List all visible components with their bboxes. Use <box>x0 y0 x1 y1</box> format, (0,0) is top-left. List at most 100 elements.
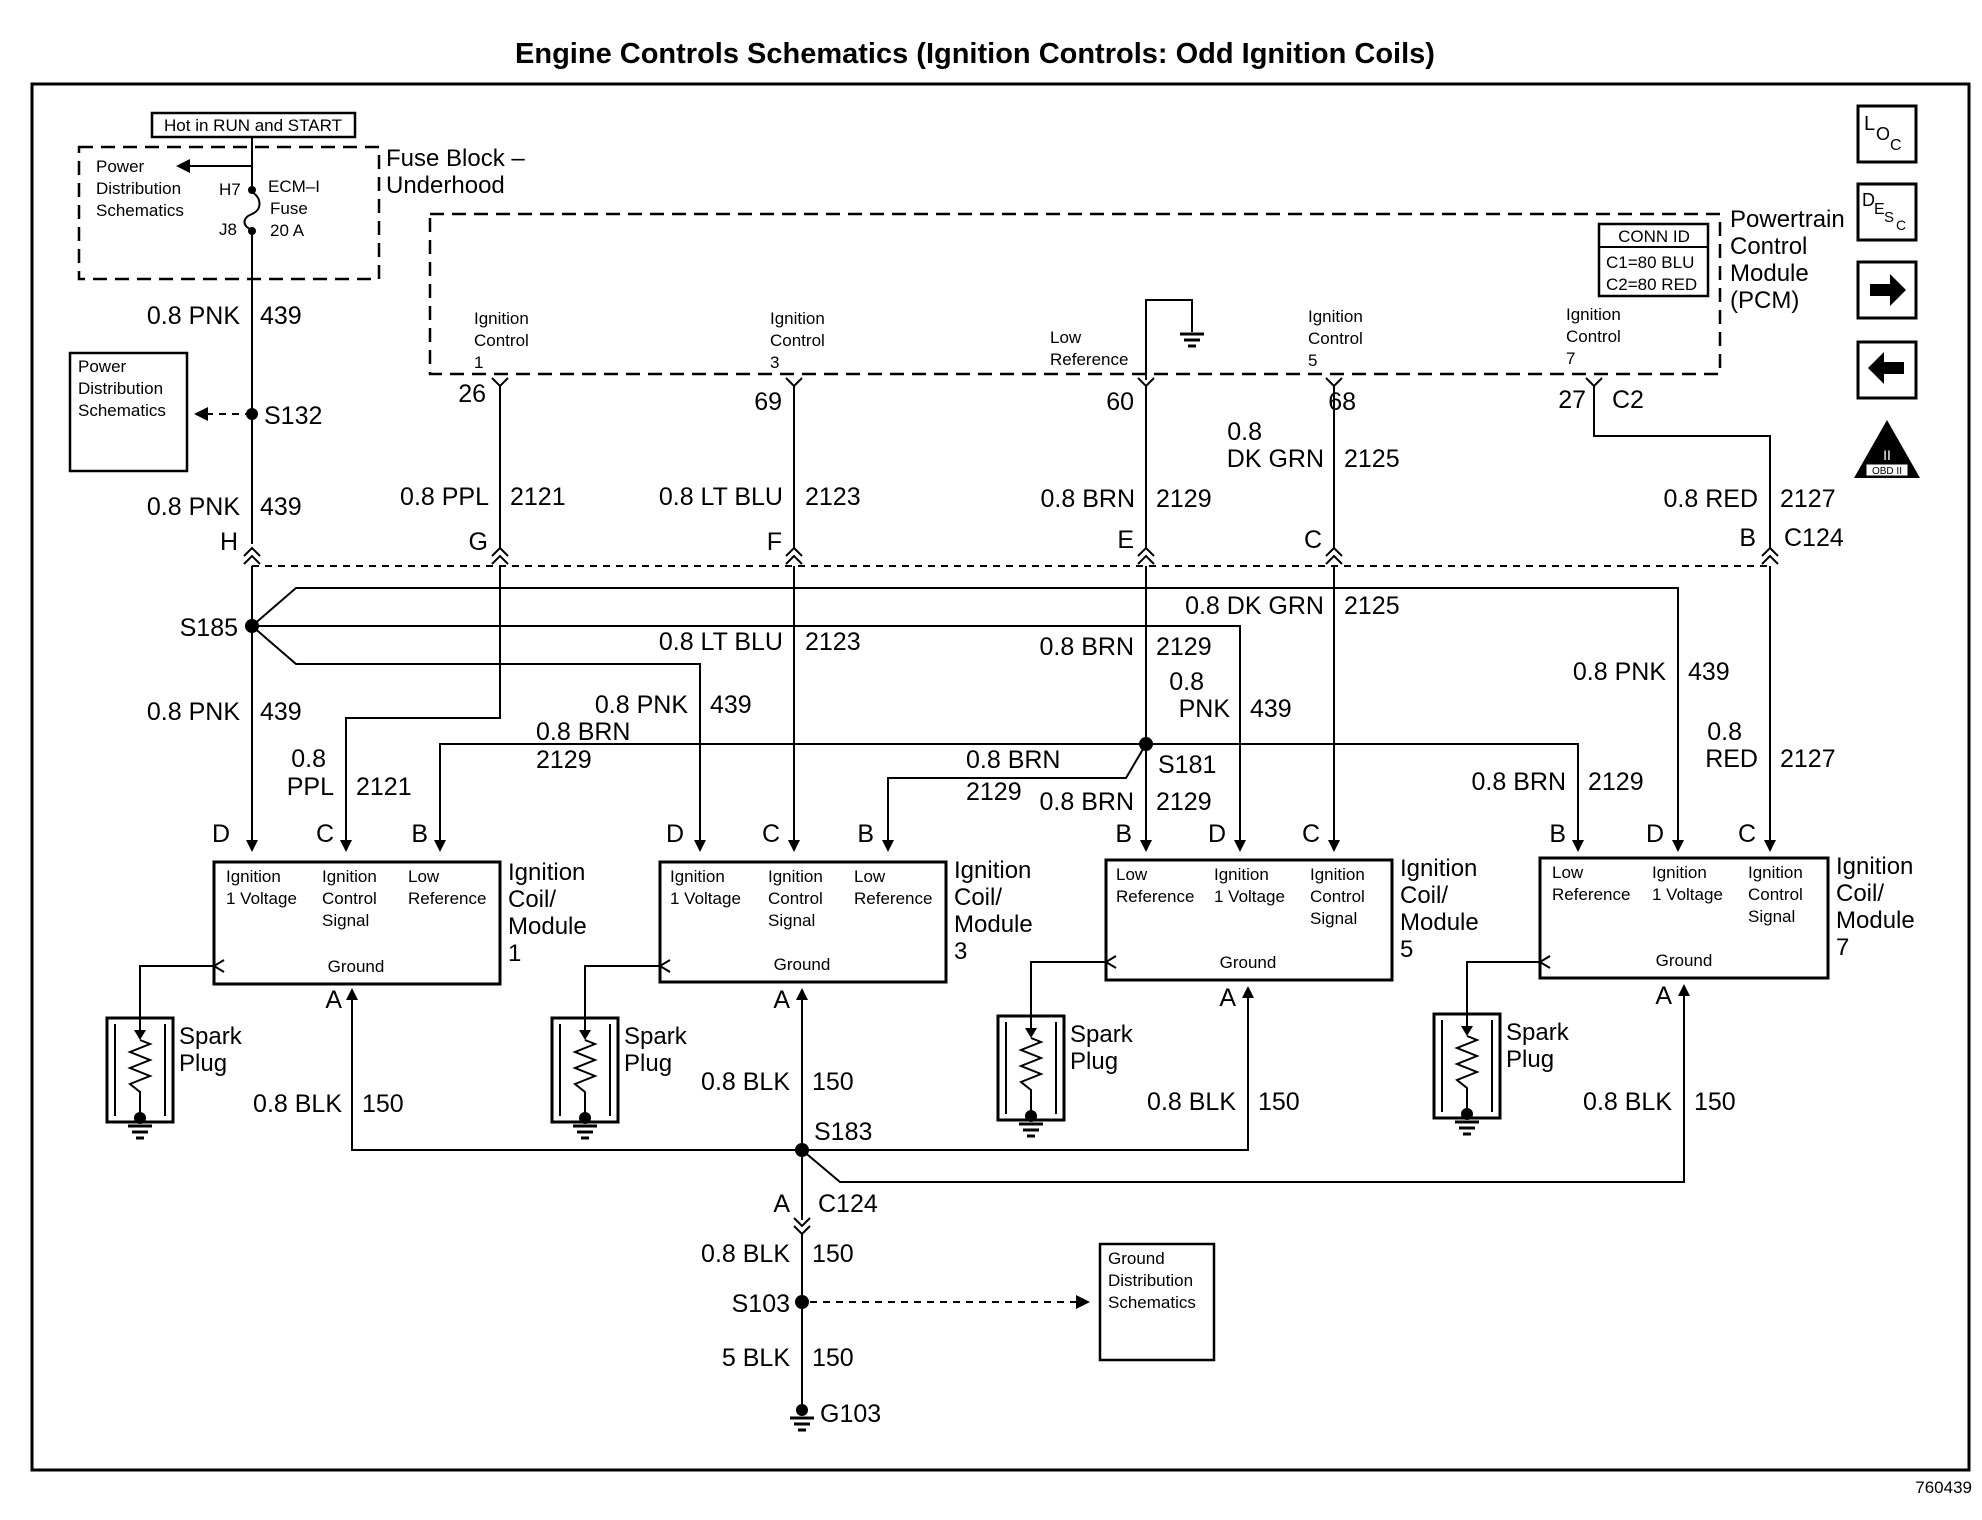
wire-brn-to-coil3 <box>887 743 1147 846</box>
svg-text:0.8 BRN: 0.8 BRN <box>1472 768 1566 796</box>
svg-text:2129: 2129 <box>536 746 592 774</box>
svg-text:Signal: Signal <box>1748 907 1795 926</box>
svg-text:0.8 BLK: 0.8 BLK <box>701 1068 790 1096</box>
svg-text:J8: J8 <box>219 220 237 239</box>
svg-text:Control: Control <box>474 331 529 350</box>
hot-in-run-start-label: Hot in RUN and START <box>164 116 342 135</box>
svg-text:D: D <box>1862 190 1875 210</box>
location-icon[interactable]: L O C <box>1856 104 1918 164</box>
svg-text:2129: 2129 <box>1588 768 1644 796</box>
svg-text:Plug: Plug <box>624 1050 672 1077</box>
svg-text:69: 69 <box>754 388 782 416</box>
svg-text:Ground: Ground <box>1108 1249 1165 1268</box>
previous-arrow-icon[interactable] <box>1856 340 1918 400</box>
svg-text:Coil/: Coil/ <box>1400 882 1448 909</box>
splice-s132 <box>246 408 258 420</box>
svg-text:0.8 DK GRN: 0.8 DK GRN <box>1185 592 1324 620</box>
ignition-coil-module-5: B D C Low Reference Ignition 1 Voltage I… <box>1104 820 1479 982</box>
power-distribution-schematics-box[interactable]: Power Distribution Schematics <box>68 351 189 473</box>
svg-text:Module: Module <box>1836 907 1915 934</box>
svg-text:C: C <box>1302 820 1320 848</box>
svg-text:D: D <box>666 820 684 848</box>
svg-text:Plug: Plug <box>1070 1048 1118 1075</box>
c124-pin-g: G <box>469 528 488 556</box>
svg-text:2129: 2129 <box>1156 485 1212 513</box>
svg-text:Module: Module <box>1400 909 1479 936</box>
svg-text:Control: Control <box>1310 887 1365 906</box>
splice-s183 <box>795 1143 809 1157</box>
svg-text:1 Voltage: 1 Voltage <box>670 889 741 908</box>
svg-text:D: D <box>1646 820 1664 848</box>
svg-text:439: 439 <box>710 691 752 719</box>
svg-text:Module: Module <box>1730 260 1809 287</box>
svg-text:1 Voltage: 1 Voltage <box>226 889 297 908</box>
svg-text:0.8 PPL: 0.8 PPL <box>400 483 489 511</box>
svg-text:Module: Module <box>508 913 587 940</box>
svg-text:Ignition: Ignition <box>1566 305 1621 324</box>
svg-text:5: 5 <box>1400 936 1413 963</box>
ignition-coil-module-7: B D C Low Reference Ignition 1 Voltage I… <box>1538 820 1915 980</box>
svg-text:Plug: Plug <box>179 1050 227 1077</box>
svg-text:C124: C124 <box>818 1190 878 1218</box>
pcm-name: Powertrain <box>1730 206 1845 233</box>
svg-text:D: D <box>212 820 230 848</box>
c124-pin-h: H <box>220 528 238 556</box>
splice-s103 <box>795 1295 809 1309</box>
svg-text:E: E <box>1874 201 1885 218</box>
svg-text:439: 439 <box>260 698 302 726</box>
svg-text:Signal: Signal <box>768 911 815 930</box>
svg-text:0.8 BRN: 0.8 BRN <box>1040 633 1134 661</box>
svg-text:Low: Low <box>408 867 440 886</box>
svg-text:Low: Low <box>1116 865 1148 884</box>
svg-text:0.8 RED: 0.8 RED <box>1664 485 1758 513</box>
svg-text:0.8: 0.8 <box>291 745 326 773</box>
svg-text:0.8 BRN: 0.8 BRN <box>966 746 1060 774</box>
pcm-connector-c2: C2 <box>1612 386 1644 414</box>
svg-text:0.8: 0.8 <box>1227 418 1262 446</box>
svg-text:0.8 PNK: 0.8 PNK <box>147 302 240 330</box>
svg-text:Ignition: Ignition <box>474 309 529 328</box>
svg-text:Distribution: Distribution <box>96 179 181 198</box>
svg-text:OBD II: OBD II <box>1872 466 1902 477</box>
svg-text:150: 150 <box>812 1344 854 1372</box>
svg-text:Control: Control <box>770 331 825 350</box>
svg-text:PPL: PPL <box>287 773 334 801</box>
svg-text:S103: S103 <box>732 1290 790 1318</box>
svg-text:Ignition: Ignition <box>322 867 377 886</box>
svg-text:7: 7 <box>1566 349 1575 368</box>
fuse-block-name: Fuse Block – <box>386 145 525 172</box>
svg-text:150: 150 <box>812 1068 854 1096</box>
svg-text:Ignition: Ignition <box>1652 863 1707 882</box>
image-id: 760439 <box>1915 1478 1972 1497</box>
svg-text:2127: 2127 <box>1780 485 1836 513</box>
obd-ii-icon[interactable]: II OBD II <box>1854 420 1920 478</box>
svg-text:Ignition: Ignition <box>1748 863 1803 882</box>
svg-text:D: D <box>1208 820 1226 848</box>
diagram-title: Engine Controls Schematics (Ignition Con… <box>515 38 1435 70</box>
next-arrow-icon[interactable] <box>1856 260 1918 320</box>
svg-text:439: 439 <box>1688 658 1730 686</box>
svg-text:C: C <box>316 820 334 848</box>
svg-text:Reference: Reference <box>1552 885 1630 904</box>
svg-text:2123: 2123 <box>805 483 861 511</box>
svg-text:Spark: Spark <box>1506 1019 1570 1046</box>
svg-text:0.8 LT BLU: 0.8 LT BLU <box>659 483 783 511</box>
ignition-coil-module-3: D C B Ignition 1 Voltage Ignition Contro… <box>658 820 1033 984</box>
svg-text:L: L <box>1864 113 1875 135</box>
svg-text:3: 3 <box>954 938 967 965</box>
svg-text:C1=80 BLU: C1=80 BLU <box>1606 253 1694 272</box>
svg-text:A: A <box>325 986 342 1014</box>
svg-text:2129: 2129 <box>1156 633 1212 661</box>
svg-text:ECM–I: ECM–I <box>268 177 320 196</box>
svg-text:Ignition: Ignition <box>1310 865 1365 884</box>
svg-text:0.8 PNK: 0.8 PNK <box>1573 658 1666 686</box>
svg-text:439: 439 <box>1250 695 1292 723</box>
description-icon[interactable]: D E S C <box>1856 182 1918 242</box>
svg-text:2125: 2125 <box>1344 445 1400 473</box>
svg-text:Ground: Ground <box>774 955 831 974</box>
ground-distribution-schematics-box[interactable]: Ground Distribution Schematics <box>1098 1242 1216 1362</box>
svg-text:Reference: Reference <box>854 889 932 908</box>
svg-text:1: 1 <box>508 940 521 967</box>
svg-text:RED: RED <box>1705 745 1758 773</box>
